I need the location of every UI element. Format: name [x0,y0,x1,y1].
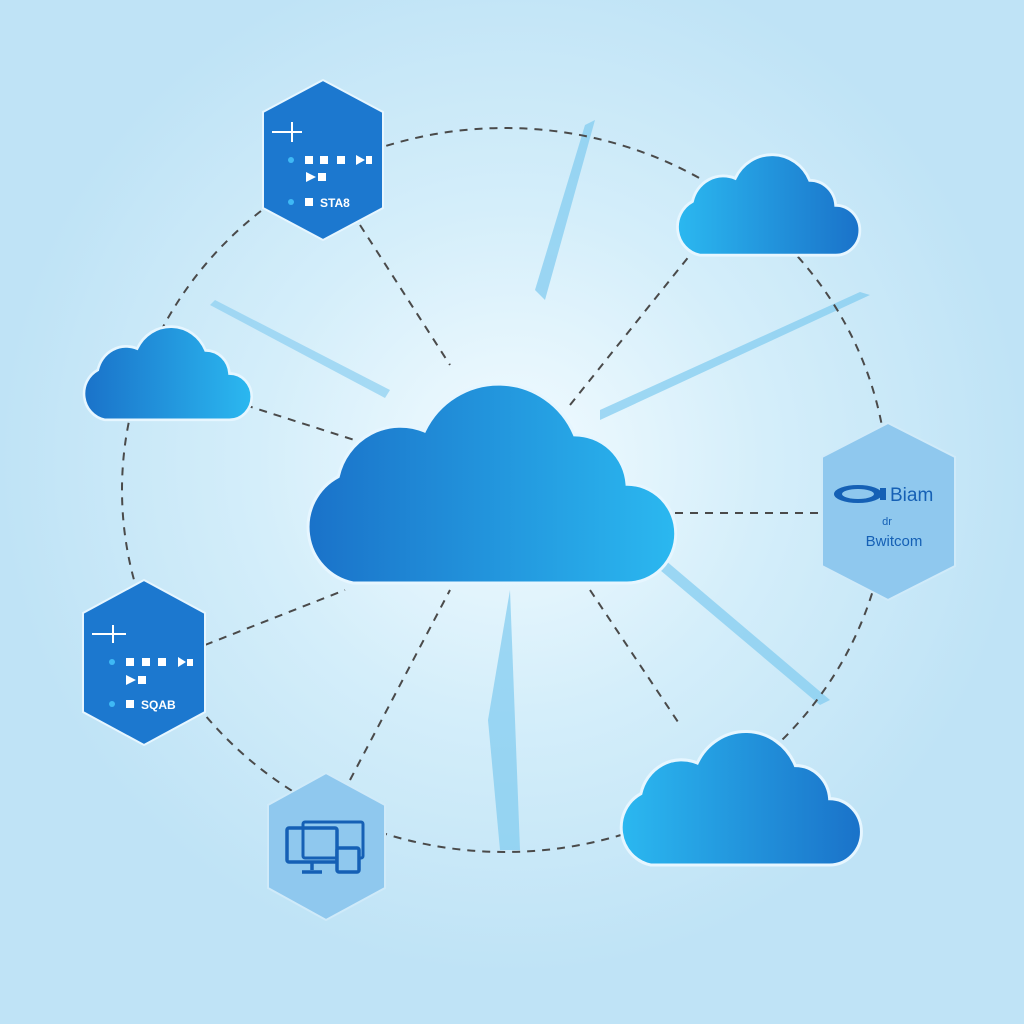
ring-logo-icon [834,485,886,503]
hexagon [821,421,956,602]
circuit-blocks [109,657,193,708]
node-title: Biam [890,485,933,506]
connector [349,589,451,781]
beam [600,292,870,420]
connector [204,589,346,646]
node-middle-text: dr [882,516,892,528]
connector [359,224,451,366]
circuit-icon [92,625,126,643]
connector [244,404,371,446]
circuit-blocks [288,155,372,206]
node-subtitle: Bwitcom [866,533,923,550]
connector [569,254,691,406]
circuit-icon [272,122,302,142]
hexagon [267,771,386,922]
beam [660,560,830,705]
hex-node-left: SQAB [82,578,206,747]
connector [589,589,681,726]
devices-icon [285,820,365,874]
hex-node-bottom [267,771,386,922]
node-label: SQAB [141,698,176,712]
light-beams [210,120,870,850]
beam [488,590,520,850]
node-label: STA8 [320,196,350,210]
beam [535,120,595,300]
hex-node-right: Biam dr Bwitcom [821,421,956,602]
hex-node-top: STA8 [262,78,384,242]
beam [210,300,390,398]
